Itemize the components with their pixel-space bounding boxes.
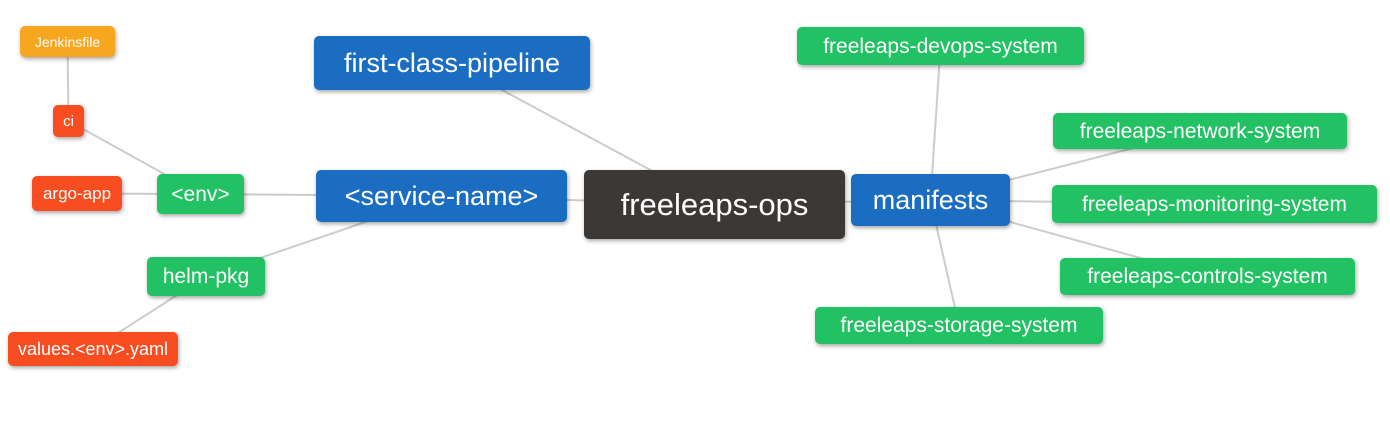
mindmap-node-label: helm-pkg [162, 265, 250, 288]
mindmap-node-freeleaps-network-system[interactable]: freeleaps-network-system [1053, 113, 1347, 149]
mindmap-node-label: freeleaps-devops-system [823, 34, 1058, 58]
mindmap-node-freeleaps-controls-system[interactable]: freeleaps-controls-system [1060, 258, 1355, 295]
mindmap-node-ci[interactable]: ci [53, 105, 84, 137]
mindmap-node-label: ci [63, 112, 74, 130]
mindmap-node-freeleaps-devops-system[interactable]: freeleaps-devops-system [797, 27, 1084, 65]
mindmap-node-manifests[interactable]: manifests [851, 174, 1010, 226]
mindmap-node-first-class-pipeline[interactable]: first-class-pipeline [314, 36, 590, 90]
mindmap-node-label: freeleaps-storage-system [840, 314, 1078, 337]
mindmap-node-helm-pkg[interactable]: helm-pkg [147, 257, 265, 296]
mindmap-node-service-name[interactable]: <service-name> [316, 170, 567, 222]
mindmap-node-jenkinsfile[interactable]: Jenkinsfile [20, 26, 115, 57]
mindmap-node-label: <service-name> [344, 180, 539, 211]
mindmap-node-label: <env> [171, 182, 230, 206]
mindmap-node-label: first-class-pipeline [343, 47, 561, 78]
mindmap-node-label: argo-app [42, 184, 112, 203]
mindmap-node-label: freeleaps-monitoring-system [1082, 192, 1347, 216]
mindmap-node-freeleaps-monitoring-system[interactable]: freeleaps-monitoring-system [1052, 185, 1377, 223]
mindmap-node-env[interactable]: <env> [157, 174, 244, 214]
mindmap-node-values-env-yaml[interactable]: values.<env>.yaml [8, 332, 178, 366]
mindmap-node-label: Jenkinsfile [34, 33, 101, 50]
mindmap-node-freeleaps-storage-system[interactable]: freeleaps-storage-system [815, 307, 1103, 344]
mindmap-node-label: freeleaps-ops [620, 187, 809, 222]
mindmap-node-label: freeleaps-network-system [1079, 119, 1321, 143]
mindmap-node-argo-app[interactable]: argo-app [32, 176, 122, 211]
mindmap-node-label: manifests [872, 184, 989, 215]
mindmap-node-freeleaps-ops[interactable]: freeleaps-ops [584, 170, 845, 239]
mindmap-node-label: values.<env>.yaml [17, 339, 169, 359]
mindmap-node-label: freeleaps-controls-system [1087, 265, 1328, 288]
